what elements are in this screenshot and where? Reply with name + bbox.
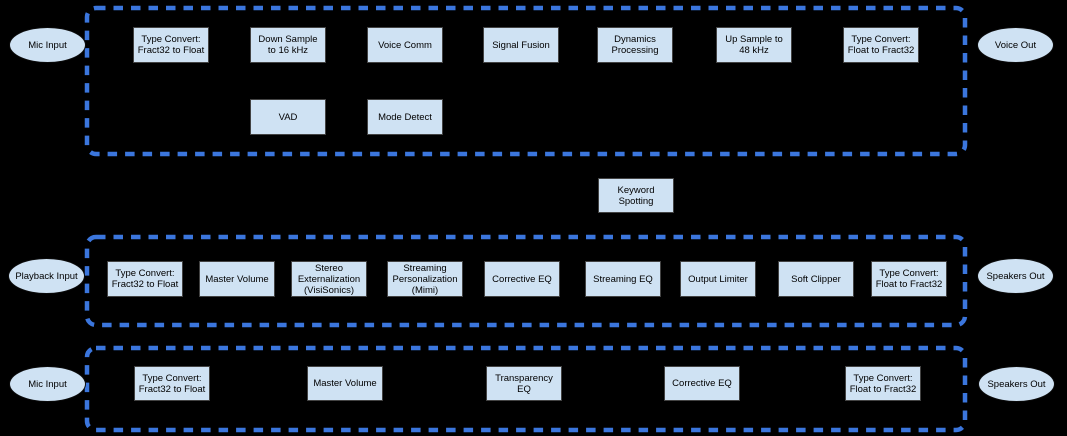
voice-block-vad: VAD [250, 99, 326, 135]
voice-block-type-convert-out: Type Convert: Float to Fract32 [843, 27, 919, 63]
voice-block-mode-detect: Mode Detect [367, 99, 443, 135]
playback-block-type-convert-out: Type Convert: Float to Fract32 [871, 261, 947, 297]
playback-block-master-volume: Master Volume [199, 261, 275, 297]
playback-block-stereo-externalization: Stereo Externalization (VisiSonics) [291, 261, 367, 297]
speakers-out-node-mid: Speakers Out [977, 258, 1054, 294]
mic-passthrough-boundary [84, 345, 968, 433]
playback-pipeline-boundary [84, 234, 968, 328]
voice-block-type-convert-in: Type Convert: Fract32 to Float [133, 27, 209, 63]
playback-input-node: Playback Input [8, 258, 85, 294]
passthrough-block-transparency-eq: Transparency EQ [486, 366, 562, 401]
playback-block-streaming-personalization: Streaming Personalization (Mimi) [387, 261, 463, 297]
mic-input-node-bottom: Mic Input [9, 366, 86, 402]
voice-block-signal-fusion: Signal Fusion [483, 27, 559, 63]
speakers-out-node-bottom: Speakers Out [978, 366, 1055, 402]
mic-input-node-top: Mic Input [9, 27, 86, 63]
keyword-spotting-block: Keyword Spotting [598, 178, 674, 213]
voice-block-dynamics-processing: Dynamics Processing [597, 27, 673, 63]
playback-block-streaming-eq: Streaming EQ [585, 261, 661, 297]
playback-block-output-limiter: Output Limiter [680, 261, 756, 297]
passthrough-block-type-convert-out: Type Convert: Float to Fract32 [845, 366, 921, 401]
playback-block-corrective-eq: Corrective EQ [484, 261, 560, 297]
passthrough-block-master-volume: Master Volume [307, 366, 383, 401]
voice-out-node: Voice Out [977, 27, 1054, 63]
passthrough-block-type-convert-in: Type Convert: Fract32 to Float [134, 366, 210, 401]
voice-block-down-sample: Down Sample to 16 kHz [250, 27, 326, 63]
passthrough-block-corrective-eq: Corrective EQ [664, 366, 740, 401]
playback-block-type-convert-in: Type Convert: Fract32 to Float [107, 261, 183, 297]
playback-block-soft-clipper: Soft Clipper [778, 261, 854, 297]
voice-block-voice-comm: Voice Comm [367, 27, 443, 63]
voice-block-up-sample: Up Sample to 48 kHz [716, 27, 792, 63]
